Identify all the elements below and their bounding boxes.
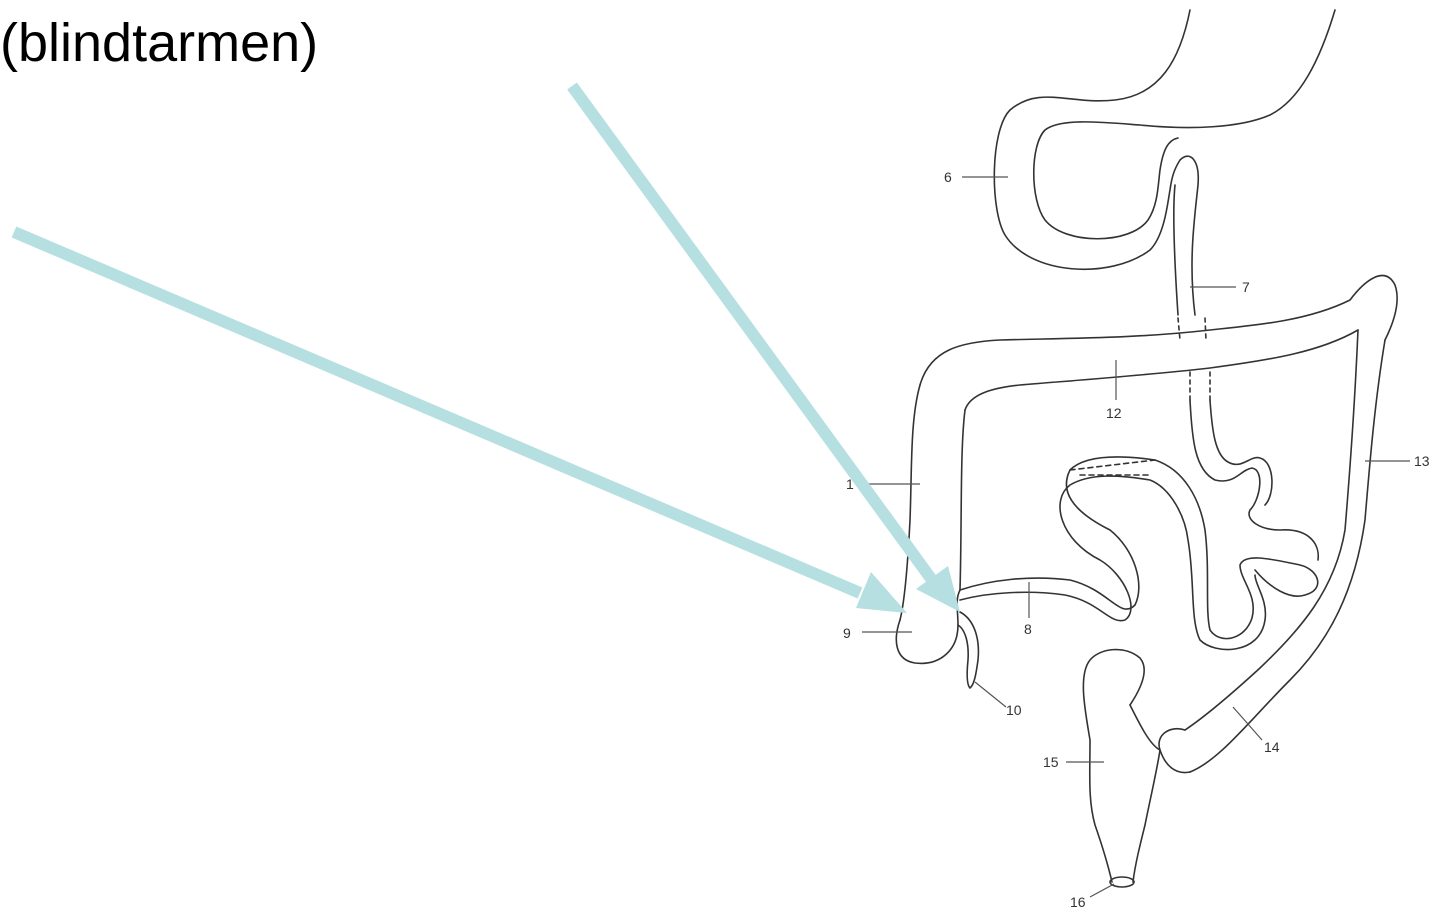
transverse-colon-inner	[965, 330, 1358, 410]
rectum-inner-outline	[1133, 750, 1160, 882]
label-10: 10	[1006, 702, 1022, 718]
label-12: 12	[1106, 405, 1122, 421]
ascending-colon-inner	[960, 410, 965, 590]
label-13: 13	[1414, 453, 1430, 469]
duodenum-outline	[1174, 185, 1178, 315]
label-16: 16	[1070, 894, 1086, 910]
anus-outline	[1110, 877, 1134, 887]
appendix-outline	[958, 612, 978, 688]
stomach-inner-outline	[1034, 10, 1335, 239]
arrow-head-caecum	[856, 572, 907, 613]
label-14: 14	[1264, 739, 1280, 755]
stomach-outline	[994, 10, 1198, 315]
descending-colon-outer	[1190, 340, 1385, 772]
small-intestine-inner	[960, 476, 1265, 649]
transverse-colon-outer	[920, 276, 1397, 385]
small-intestine-outer	[960, 457, 1318, 639]
arrow-to-caecum	[14, 232, 860, 593]
label-9: 9	[843, 625, 851, 641]
ascending-colon-outer	[900, 385, 920, 620]
label-7: 7	[1242, 279, 1250, 295]
jejunum-loop	[1190, 400, 1318, 560]
arrow-to-appendix	[572, 86, 932, 580]
sigmoid-colon-outline	[1130, 705, 1190, 773]
leader-10	[975, 682, 1006, 707]
label-15: 15	[1043, 754, 1059, 770]
label-8: 8	[1024, 621, 1032, 637]
leader-16	[1090, 884, 1114, 897]
label-6: 6	[944, 169, 952, 185]
rectum-outline	[1083, 650, 1144, 882]
